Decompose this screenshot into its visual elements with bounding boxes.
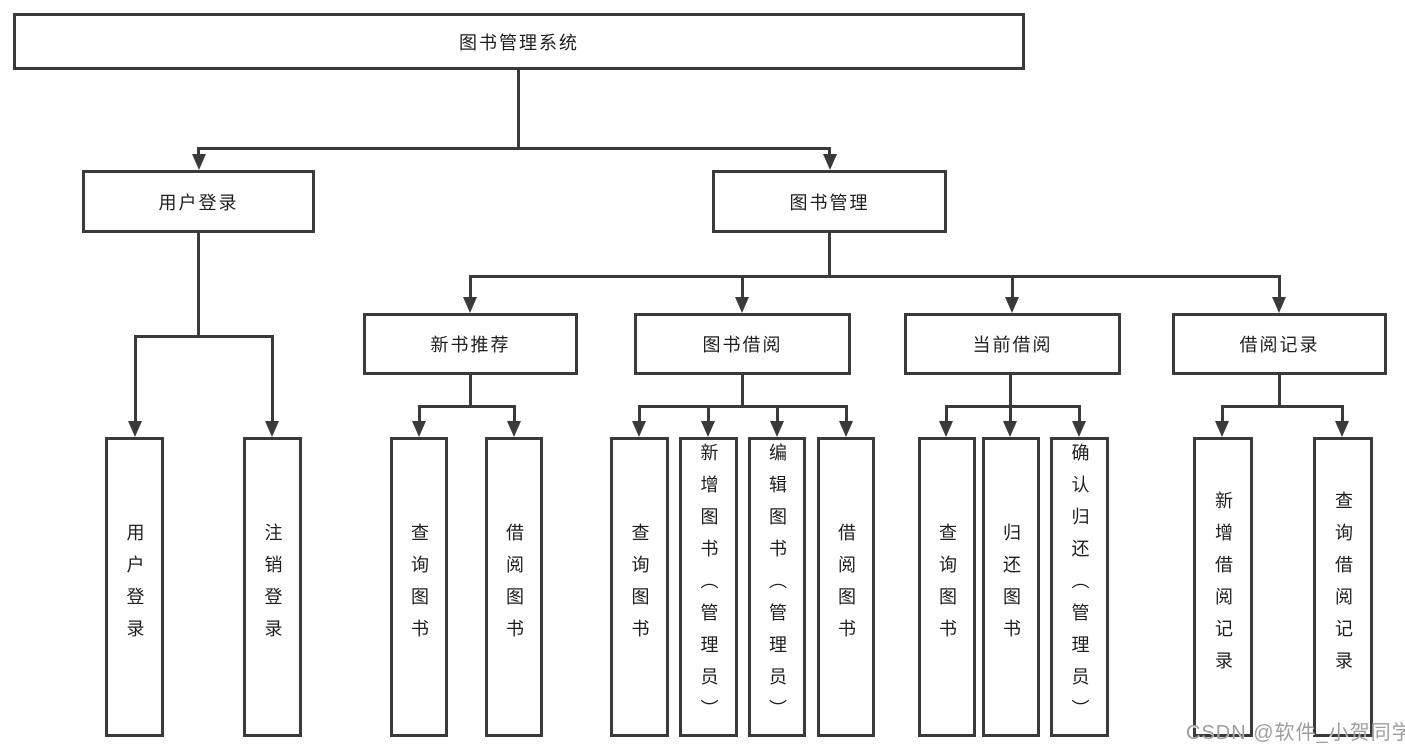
connector-line [1078, 405, 1081, 422]
connector-line [1009, 375, 1012, 405]
leaf-user-login: 用户登录 [105, 437, 164, 737]
leaf-return-books: 归还图书 [982, 437, 1040, 737]
connector-line [741, 375, 744, 405]
connector-line [1221, 405, 1344, 408]
csdn-watermark: CSDN @软件_小贺同学 [1186, 722, 1405, 744]
node-label: 借阅图书 [836, 523, 856, 651]
leaf-query-books-recommend: 查询图书 [390, 437, 448, 737]
arrowhead-icon [701, 421, 715, 437]
node-label: 当前借阅 [972, 335, 1053, 355]
connector-line [418, 405, 421, 422]
connector-line [418, 405, 516, 408]
connector-line [513, 405, 516, 422]
connector-line [945, 405, 948, 422]
node-label: 新增借阅记录 [1213, 491, 1233, 683]
connector-line [1221, 405, 1224, 422]
leaf-confirm-return-admin: 确认归还（管理员） [1050, 437, 1109, 737]
node-label: 编辑图书（管理员） [767, 443, 787, 731]
arrowhead-icon [839, 421, 853, 437]
node-user-login-branch: 用户登录 [82, 170, 315, 233]
arrowhead-icon [770, 421, 784, 437]
connector-line [845, 405, 848, 422]
connector-line [1341, 405, 1344, 422]
arrowhead-icon [1215, 421, 1229, 437]
connector-line [469, 275, 472, 299]
node-new-book-recommendation: 新书推荐 [363, 313, 578, 375]
connector-line [638, 405, 848, 408]
connector-line [828, 233, 831, 275]
arrowhead-icon [265, 421, 279, 437]
arrowhead-icon [192, 154, 206, 170]
connector-line [707, 405, 710, 422]
node-library-management-system: 图书管理系统 [13, 13, 1025, 70]
connector-line [197, 147, 200, 157]
node-label: 确认归还（管理员） [1069, 443, 1090, 731]
connector-line [134, 335, 274, 338]
node-label: 查询图书 [629, 523, 650, 651]
connector-line [741, 275, 744, 299]
node-label: 借阅记录 [1239, 335, 1320, 355]
leaf-borrow-books-borrowing: 借阅图书 [817, 437, 875, 737]
arrowhead-icon [632, 421, 646, 437]
node-label: 借阅图书 [504, 523, 524, 651]
arrowhead-icon [939, 421, 953, 437]
connector-line [828, 147, 831, 157]
node-label: 图书管理 [789, 192, 870, 213]
connector-line [197, 233, 200, 335]
node-borrowing-records: 借阅记录 [1172, 313, 1387, 375]
node-label: 图书管理系统 [459, 32, 579, 53]
connector-line [469, 375, 472, 405]
leaf-add-borrow-record: 新增借阅记录 [1193, 437, 1253, 737]
node-label: 注销登录 [262, 523, 283, 651]
connector-line [134, 335, 137, 423]
node-label: 查询图书 [409, 523, 429, 651]
connector-line [1009, 405, 1012, 422]
node-book-borrowing: 图书借阅 [634, 313, 851, 375]
connector-line [638, 405, 641, 422]
leaf-query-books-borrowing: 查询图书 [610, 437, 669, 737]
node-label: 归还图书 [1001, 523, 1021, 651]
node-book-management: 图书管理 [712, 170, 947, 233]
arrowhead-icon [412, 421, 426, 437]
leaf-add-book-admin: 新增图书（管理员） [679, 437, 738, 737]
node-label: 图书借阅 [702, 335, 783, 355]
connector-line [197, 147, 831, 150]
arrowhead-icon [735, 297, 749, 313]
node-label: 查询借阅记录 [1333, 491, 1353, 683]
leaf-query-borrow-record: 查询借阅记录 [1313, 437, 1373, 737]
arrowhead-icon [1072, 421, 1086, 437]
node-label: 新增图书（管理员） [698, 443, 719, 731]
node-label: 查询图书 [937, 523, 957, 651]
arrowhead-icon [507, 421, 521, 437]
connector-line [1278, 275, 1281, 299]
connector-line [1011, 275, 1014, 299]
arrowhead-icon [1003, 421, 1017, 437]
node-label: 用户登录 [158, 192, 239, 213]
leaf-edit-book-admin: 编辑图书（管理员） [748, 437, 806, 737]
connector-line [1278, 375, 1281, 405]
leaf-query-books-current: 查询图书 [918, 437, 976, 737]
leaf-borrow-books-recommend: 借阅图书 [485, 437, 543, 737]
arrowhead-icon [128, 421, 142, 437]
connector-line [945, 405, 1081, 408]
connector-line [271, 335, 274, 423]
arrowhead-icon [823, 154, 837, 170]
node-label: 新书推荐 [430, 335, 511, 355]
connector-line [517, 70, 520, 147]
connector-line [776, 405, 779, 422]
arrowhead-icon [463, 297, 477, 313]
arrowhead-icon [1335, 421, 1349, 437]
connector-line [469, 275, 1281, 278]
node-label: 用户登录 [124, 523, 145, 651]
node-current-borrowing: 当前借阅 [904, 313, 1121, 375]
arrowhead-icon [1272, 297, 1286, 313]
leaf-logout: 注销登录 [243, 437, 302, 737]
arrowhead-icon [1005, 297, 1019, 313]
